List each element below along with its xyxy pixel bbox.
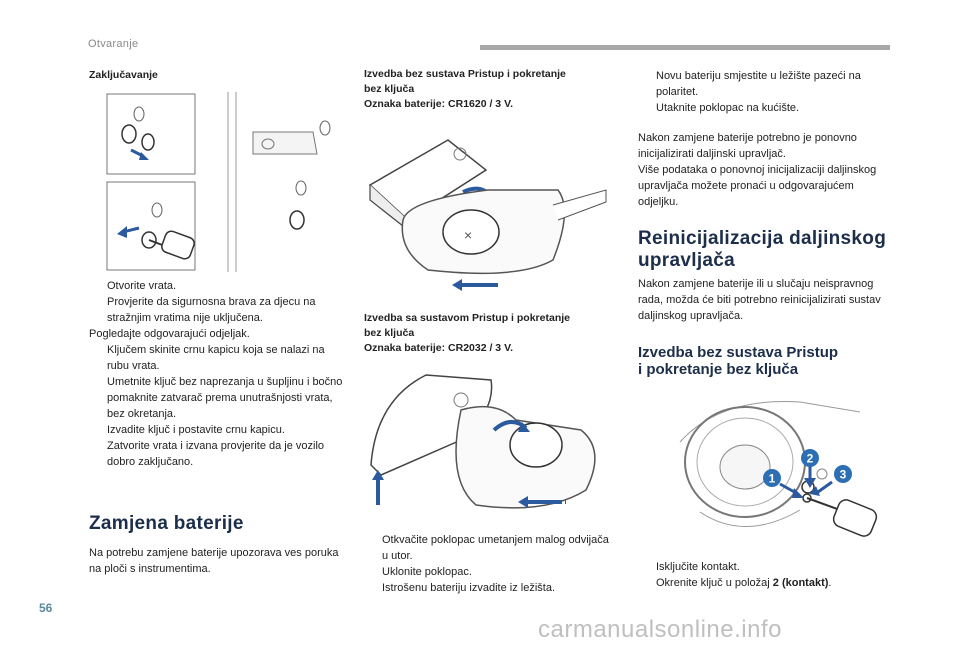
step-text: Uklonite poklopac.	[382, 566, 472, 578]
watermark: carmanualsonline.info	[538, 616, 782, 643]
battery-replacement-heading: Zamjena baterije	[89, 513, 244, 534]
step-text: Umetnite ključ bez naprezanja u šupljinu…	[107, 376, 343, 420]
list-item: Isključite kontakt.	[638, 559, 893, 575]
callout-3: 3	[840, 468, 847, 482]
step-text-bold: 2 (kontakt)	[772, 577, 829, 589]
battery-steps-middle: Otkvačite poklopac umetanjem malog odvij…	[364, 532, 614, 596]
heading-line: Oznaka baterije: CR1620 / 3 V.	[364, 98, 514, 110]
list-item: Novu bateriju smjestite u ležište pazeći…	[638, 68, 893, 100]
list-item: Okrenite ključ u položaj 2 (kontakt).	[638, 575, 893, 591]
step-text: Utaknite poklopac na kućište.	[656, 102, 800, 114]
step-text: Otkvačite poklopac umetanjem malog odvij…	[382, 534, 609, 562]
step-text: Zatvorite vrata i izvana provjerite da j…	[107, 440, 325, 468]
heading-line: bez ključa	[364, 327, 415, 339]
step-text: Istrošenu bateriju izvadite iz ležišta.	[382, 582, 556, 594]
section-header: Otvaranje	[88, 38, 139, 50]
svg-text:×: ×	[464, 227, 472, 243]
reference-text: Pogledajte odgovarajući odjeljak.	[89, 328, 250, 340]
step-text: Isključite kontakt.	[656, 561, 740, 573]
list-item: Otvorite vrata.	[89, 278, 344, 294]
variant-no-keyless-heading: Izvedba bez sustava Pristup i pokretanje…	[364, 67, 614, 112]
list-item: Istrošenu bateriju izvadite iz ležišta.	[364, 580, 614, 596]
heading-line: Izvedba bez sustava Pristup i pokretanje	[364, 68, 566, 80]
header-bar	[480, 45, 890, 50]
callout-1: 1	[769, 472, 776, 486]
heading-line: i pokretanje bez ključa	[638, 361, 799, 378]
locking-title: Zaključavanje	[89, 69, 158, 81]
note-paragraph: Više podataka o ponovnoj inicijalizaciji…	[638, 164, 877, 208]
reinit-note: Nakon zamjene baterije potrebno je ponov…	[638, 130, 888, 210]
list-item: Izvadite ključ i postavite crnu kapicu.	[89, 422, 344, 438]
heading-line: Reinicijalizacija daljinskog	[638, 228, 887, 249]
heading-line: Izvedba sa sustavom Pristup i pokretanje	[364, 312, 570, 324]
step-text-end: .	[828, 577, 832, 589]
page-number: 56	[39, 601, 53, 615]
list-item: Ključem skinite crnu kapicu koja se nala…	[89, 342, 344, 374]
step-text: Novu bateriju smjestite u ležište pazeći…	[656, 70, 861, 98]
key-battery-cr1620-illustration: ×	[368, 139, 607, 291]
reinit-variant-heading: Izvedba bez sustava Pristup i pokretanje…	[638, 344, 893, 378]
step-text: Okrenite ključ u položaj	[656, 577, 773, 589]
steering-ignition-illustration: 1 2 3	[679, 401, 878, 537]
heading-line: bez ključa	[364, 83, 415, 95]
battery-steps-right: Novu bateriju smjestite u ležište pazeći…	[638, 68, 893, 116]
list-item: Zatvorite vrata i izvana provjerite da j…	[89, 438, 344, 470]
list-item: Provjerite da sigurnosna brava za djecu …	[89, 294, 344, 326]
step-text: Otvorite vrata.	[107, 280, 177, 292]
note-paragraph: Nakon zamjene baterije potrebno je ponov…	[638, 132, 857, 160]
list-item: Uklonite poklopac.	[364, 564, 614, 580]
reinit-heading: Reinicijalizacija daljinskog upravljača	[638, 228, 898, 272]
step-text: Izvadite ključ i postavite crnu kapicu.	[107, 424, 285, 436]
locking-steps: Otvorite vrata. Provjerite da sigurnosna…	[89, 278, 344, 470]
reinit-paragraph: Nakon zamjene baterije ili u slučaju nei…	[638, 278, 881, 322]
door-lock-illustration	[106, 92, 331, 272]
callout-2: 2	[807, 452, 814, 466]
heading-line: upravljača	[638, 250, 735, 271]
heading-line: Izvedba bez sustava Pristup	[638, 344, 839, 361]
step-text: Provjerite da sigurnosna brava za djecu …	[107, 296, 316, 324]
key-battery-cr2032-illustration	[370, 374, 596, 509]
step-text: Ključem skinite crnu kapicu koja se nala…	[107, 344, 325, 372]
reinit-steps: Isključite kontakt. Okrenite ključ u pol…	[638, 559, 893, 591]
battery-replacement-paragraph: Na potrebu zamjene baterije upozorava ve…	[89, 547, 339, 575]
list-item: Otkvačite poklopac umetanjem malog odvij…	[364, 532, 614, 564]
heading-line: Oznaka baterije: CR2032 / 3 V.	[364, 342, 514, 354]
variant-keyless-heading: Izvedba sa sustavom Pristup i pokretanje…	[364, 311, 614, 356]
list-item: Utaknite poklopac na kućište.	[638, 100, 893, 116]
list-item: Umetnite ključ bez naprezanja u šupljinu…	[89, 374, 344, 422]
